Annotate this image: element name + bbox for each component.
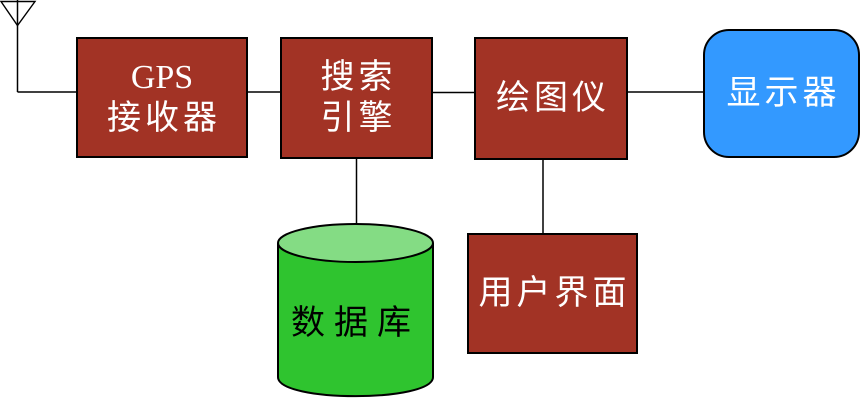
database-cylinder (277, 223, 434, 398)
node-user-interface-label: 用户界面 (478, 275, 631, 312)
antenna-icon (0, 0, 37, 92)
node-display-label: 显示器 (726, 75, 841, 112)
node-gps-receiver-label-line1: GPS (130, 58, 194, 96)
node-search-engine: 搜索 引擎 (280, 37, 433, 159)
node-gps-receiver: GPS 接收器 (76, 37, 248, 158)
node-database-label: 数据库 (291, 305, 420, 342)
node-search-engine-label-line2: 引擎 (320, 100, 397, 137)
node-user-interface: 用户界面 (467, 233, 638, 354)
node-search-engine-label-line1: 搜索 (320, 59, 397, 96)
node-plotter-label: 绘图仪 (496, 80, 610, 117)
node-gps-receiver-label-line2: 接收器 (107, 99, 221, 137)
node-plotter: 绘图仪 (474, 37, 628, 160)
node-display: 显示器 (703, 29, 860, 158)
